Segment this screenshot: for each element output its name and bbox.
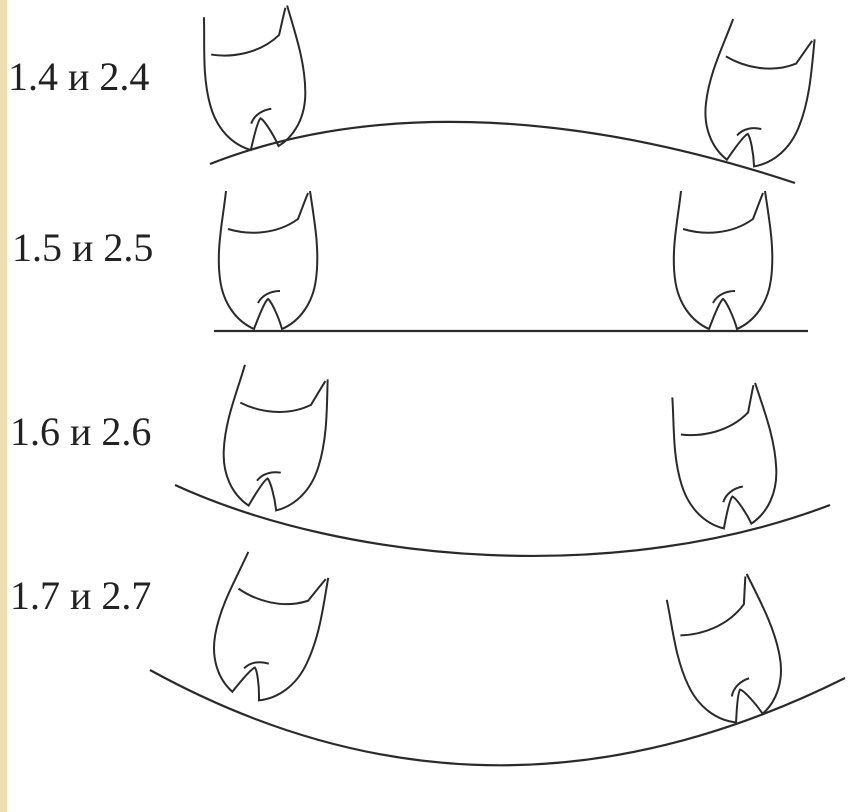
row-4-label: 1.7 и 2.7 [10,573,152,618]
row-3-right-tooth [664,380,788,536]
row-4-left-tooth [197,548,337,713]
row-1-curve [209,120,796,185]
row-3-label: 1.6 и 2.6 [10,409,152,454]
row-2-label: 1.5 и 2.5 [12,225,154,270]
row-3-left-tooth [212,362,336,518]
row-2-diagram [214,190,808,333]
row-4-diagram [149,548,846,767]
row-1-label: 1.4 и 2.4 [8,54,150,99]
row-1-left-tooth [195,3,315,156]
row-1-right-tooth [691,16,823,176]
row-3-diagram [174,362,831,558]
row-2-right-tooth [672,190,774,330]
row-1-diagram [195,3,823,185]
row-2-left-tooth [217,190,319,330]
row-4-curve [149,669,846,767]
row-3-curve [174,483,831,558]
